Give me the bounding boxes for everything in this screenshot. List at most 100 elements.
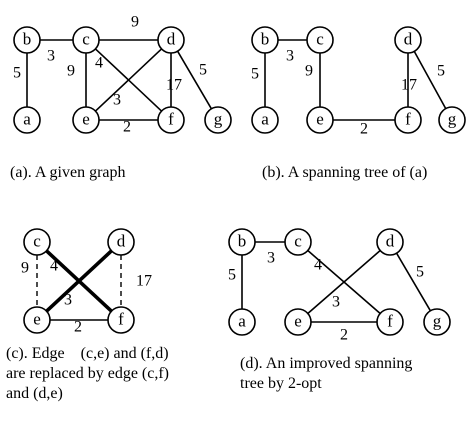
edge-weight-d-g: 5 (199, 62, 207, 79)
edge-weight-b-a: 5 (228, 267, 236, 284)
node-b: b (251, 26, 279, 54)
node-label: e (316, 110, 324, 129)
node-circle (306, 26, 334, 54)
node-e: e (284, 308, 312, 336)
edge-weight-c-e: 9 (305, 63, 313, 80)
node-c: c (23, 228, 51, 256)
node-label: c (33, 232, 41, 251)
node-a: a (13, 106, 41, 134)
edge-weight-e-f: 2 (360, 121, 368, 138)
node-c: c (284, 228, 312, 256)
node-label: f (168, 110, 174, 129)
edge-weight-e-f: 2 (340, 327, 348, 344)
node-circle (228, 308, 256, 336)
node-a: a (228, 308, 256, 336)
node-e: e (72, 106, 100, 134)
node-g: g (423, 308, 451, 336)
edge-weight-c-e: 9 (21, 260, 29, 277)
node-f: f (107, 306, 135, 334)
edge-weight-c-f: 4 (95, 55, 103, 72)
node-label: b (261, 30, 270, 49)
node-d: d (157, 26, 185, 54)
node-label: c (82, 30, 90, 49)
node-label: b (23, 30, 32, 49)
node-label: a (238, 312, 246, 331)
node-d: d (107, 228, 135, 256)
node-circle (251, 106, 279, 134)
caption-line: (b). A spanning tree of (a) (262, 164, 427, 181)
node-d: d (376, 228, 404, 256)
node-label: d (167, 30, 176, 49)
edge-weight-d-f: 17 (166, 77, 182, 94)
caption-line: are replaced by edge (c,f) (6, 365, 169, 382)
node-circle (72, 26, 100, 54)
edge-weight-d-g: 5 (416, 264, 424, 281)
node-circle (306, 106, 334, 134)
caption-line: (c). Edge (c,e) and (f,d) (6, 345, 169, 362)
node-label: c (294, 232, 302, 251)
node-label: g (448, 110, 457, 129)
edge-weight-d-f: 17 (401, 77, 417, 94)
node-f: f (376, 308, 404, 336)
node-circle (107, 306, 135, 334)
edge-weight-d-e: 3 (64, 292, 72, 309)
node-circle (394, 26, 422, 54)
node-circle (394, 106, 422, 134)
edge-d-g (395, 252, 432, 312)
node-circle (228, 228, 256, 256)
node-label: g (214, 110, 223, 129)
node-circle (72, 106, 100, 134)
edge-weight-b-c: 3 (267, 250, 275, 267)
node-label: f (405, 110, 411, 129)
node-circle (284, 308, 312, 336)
panel-c-edge-replacement: 9 17 432 c d e f (c). Edge (c,e) and (f,d) are r… (6, 228, 169, 402)
node-e: e (23, 306, 51, 334)
edge-weight-c-d: 9 (131, 14, 139, 31)
edge-d-g (176, 50, 213, 110)
node-label: c (316, 30, 324, 49)
edge-weight-c-f: 4 (314, 257, 322, 274)
caption-line: (a). A given graph (10, 164, 126, 181)
node-circle (284, 228, 312, 256)
edge-weight-b-c: 3 (47, 48, 55, 65)
node-label: a (23, 110, 31, 129)
node-circle (13, 106, 41, 134)
caption-line: (d). An improved spanning (240, 355, 412, 372)
edge-weight-d-e: 3 (113, 92, 121, 109)
node-g: g (438, 106, 466, 134)
node-g: g (204, 106, 232, 134)
node-circle (204, 106, 232, 134)
node-circle (157, 106, 185, 134)
node-label: f (118, 310, 124, 329)
node-label: b (238, 232, 247, 251)
node-label: f (387, 312, 393, 331)
edge-weight-c-f: 4 (50, 258, 58, 275)
edge-weight-d-g: 5 (437, 63, 445, 80)
node-label: g (433, 312, 442, 331)
node-circle (23, 228, 51, 256)
edge-weight-d-e: 3 (332, 294, 340, 311)
node-a: a (251, 106, 279, 134)
node-label: d (117, 232, 126, 251)
node-d: d (394, 26, 422, 54)
node-c: c (306, 26, 334, 54)
node-label: a (261, 110, 269, 129)
edge-weight-d-f: 17 (136, 273, 152, 290)
node-b: b (228, 228, 256, 256)
node-f: f (157, 106, 185, 134)
node-circle (376, 228, 404, 256)
node-f: f (394, 106, 422, 134)
edge-weight-e-f: 2 (74, 319, 82, 336)
caption-line: tree by 2-opt (240, 375, 322, 392)
edge-weight-c-e: 9 (67, 63, 75, 80)
edge-weight-b-a: 5 (251, 66, 259, 83)
edge-d-g (413, 51, 447, 109)
node-circle (157, 26, 185, 54)
node-circle (13, 26, 41, 54)
node-circle (376, 308, 404, 336)
node-c: c (72, 26, 100, 54)
